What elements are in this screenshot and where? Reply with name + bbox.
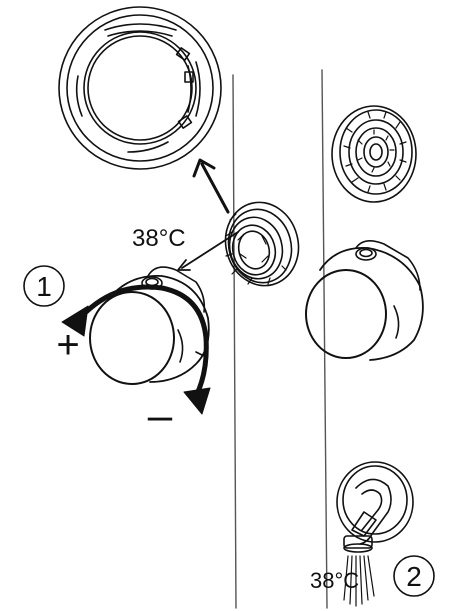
right-cartridge-icon xyxy=(331,105,417,203)
wall-line-left xyxy=(232,74,237,609)
minus-sign: – xyxy=(148,391,173,440)
arrow-to-knob-icon xyxy=(177,231,239,271)
arrow-to-ring-icon xyxy=(192,158,230,214)
water-spray-icon xyxy=(343,555,375,607)
plus-sign: + xyxy=(56,323,79,367)
step-two-badge: 2 xyxy=(393,555,435,597)
temperature-label-bottom: 38°C xyxy=(310,568,359,593)
right-knob-icon xyxy=(305,240,424,361)
cover-ring-icon xyxy=(58,6,222,170)
wall-line-right xyxy=(321,69,328,609)
step-one-badge: 1 xyxy=(23,265,65,307)
step-one-number: 1 xyxy=(36,271,52,302)
limiter-cartridge-icon xyxy=(224,201,300,287)
left-knob-icon xyxy=(89,266,210,385)
temperature-label-top: 38°C xyxy=(132,225,186,252)
step-two-number: 2 xyxy=(406,561,422,592)
rotation-arrow-icon xyxy=(61,284,211,415)
spout-icon xyxy=(336,461,414,553)
